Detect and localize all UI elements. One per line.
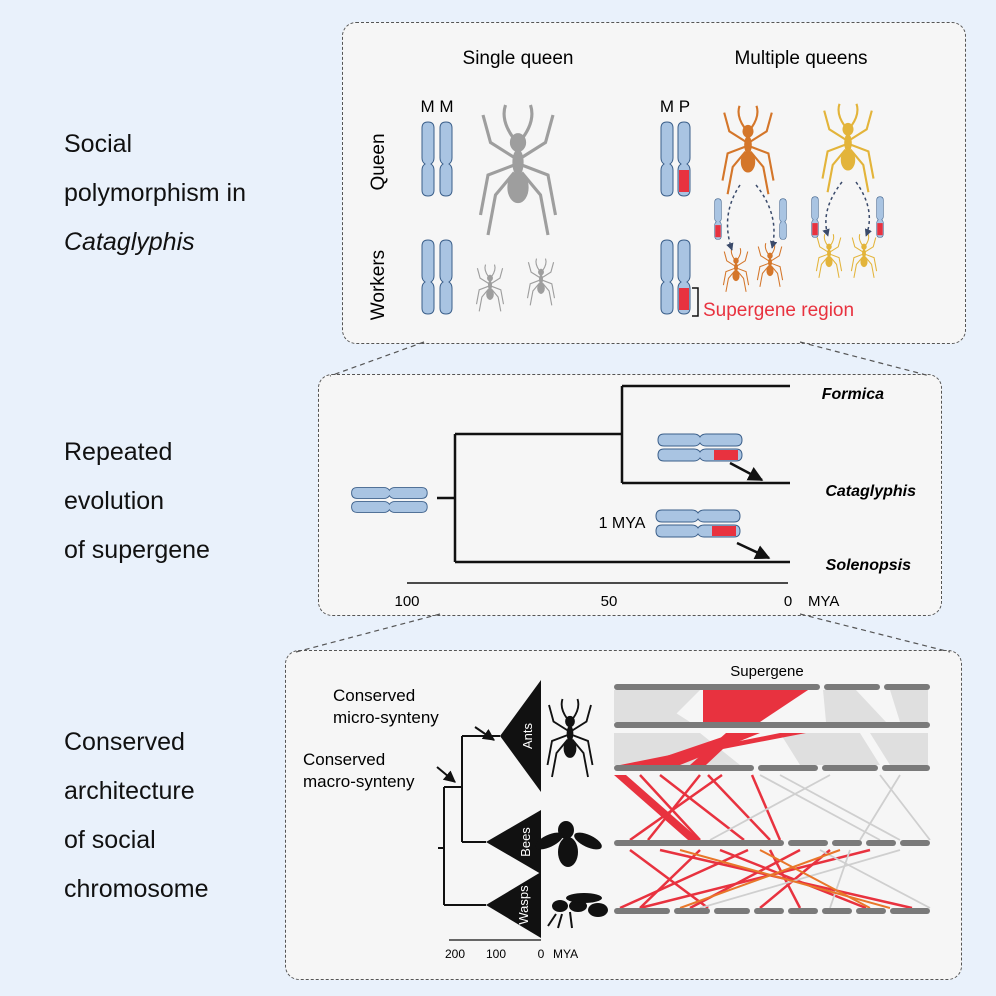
section1-label-line2: polymorphism in xyxy=(64,179,247,207)
single-queen-chromosomes xyxy=(421,121,453,197)
row-label-queen: Queen xyxy=(368,133,389,190)
orange-synteny-lines xyxy=(679,849,891,909)
section1-label-line1: Social xyxy=(64,130,133,158)
genotype-single-label: M M xyxy=(420,97,453,116)
single-worker-ant-icon-2 xyxy=(526,258,556,306)
multi-queen-chromosomes xyxy=(660,121,691,197)
orange-worker-ant-icon-1 xyxy=(722,247,750,293)
wasp-silhouette-icon xyxy=(547,893,608,929)
tree-axis-unit: MYA xyxy=(553,947,578,961)
supergene-title: Supergene xyxy=(730,663,803,680)
solenopsis-arrow xyxy=(736,541,771,560)
synteny-chromosome-bars xyxy=(614,684,930,914)
ant-silhouette-icon xyxy=(546,698,594,778)
tree-axis-tick-100: 100 xyxy=(486,947,506,961)
taxon-solenopsis: Solenopsis xyxy=(826,557,911,574)
section2-label-line3: of supergene xyxy=(64,536,210,564)
micro-synteny-label-line1: Conserved xyxy=(333,686,415,705)
inheritance-arrows xyxy=(726,181,872,251)
section3-label: Conserved architecture of social chromos… xyxy=(64,718,209,914)
connector-lines-1 xyxy=(329,341,931,377)
bee-silhouette-icon xyxy=(535,821,602,867)
row-label-workers: Workers xyxy=(368,250,389,320)
section3-label-line3: of social xyxy=(64,826,156,854)
bees-clade-triangle xyxy=(486,810,541,874)
axis-tick-50: 50 xyxy=(601,593,618,610)
section1-label: Social polymorphism in Cataglyphis xyxy=(64,120,246,267)
phylogeny-tree xyxy=(437,384,790,564)
red-synteny-ribbons xyxy=(614,690,808,840)
yellow-worker-ant-icon-2 xyxy=(850,233,878,279)
axis-tick-0: 0 xyxy=(784,593,792,610)
gamete-chromosomes xyxy=(714,196,884,240)
multi-workers-chromosomes xyxy=(660,239,691,315)
wasps-clade-triangle xyxy=(486,872,541,938)
supergene-region-label: Supergene region xyxy=(703,300,854,321)
section1-label-line3: Cataglyphis xyxy=(64,228,195,256)
tree-axis-tick-0: 0 xyxy=(538,947,545,961)
multiple-queens-title: Multiple queens xyxy=(734,48,867,69)
single-workers-chromosomes xyxy=(421,239,453,315)
ants-clade-triangle xyxy=(500,680,541,792)
gray-synteny-lines xyxy=(699,774,931,909)
axis-unit-mya: MYA xyxy=(808,593,839,610)
gray-synteny-ribbons xyxy=(614,690,928,765)
orange-worker-ant-icon-2 xyxy=(756,242,784,288)
section2-label-line1: Repeated xyxy=(64,438,173,466)
section2-label: Repeated evolution of supergene xyxy=(64,428,210,575)
taxon-cataglyphis: Cataglyphis xyxy=(825,483,916,500)
solenopsis-supergene-chromosomes xyxy=(655,509,741,538)
single-queen-ant-icon xyxy=(478,103,558,237)
age-note: 1 MYA xyxy=(599,515,646,532)
section3-label-line2: architecture xyxy=(64,777,195,805)
single-queen-title: Single queen xyxy=(463,48,574,69)
macro-synteny-arrow xyxy=(436,766,456,783)
ancestral-chromosomes xyxy=(351,487,428,513)
clade-label-bees: Bees xyxy=(518,827,533,857)
taxon-formica: Formica xyxy=(822,386,884,403)
yellow-queen-ant-icon xyxy=(821,102,875,194)
supergene-bracket xyxy=(692,287,699,317)
section3-label-line1: Conserved xyxy=(64,728,185,756)
cataglyphis-arrow xyxy=(729,461,764,482)
macro-synteny-label-line2: macro-synteny xyxy=(303,772,415,791)
cataglyphis-supergene-chromosomes xyxy=(657,433,743,462)
hymenoptera-tree xyxy=(438,735,500,906)
tree-axis-tick-200: 200 xyxy=(445,947,465,961)
clade-label-ants: Ants xyxy=(520,722,535,749)
single-worker-ant-icon-1 xyxy=(475,264,505,312)
clade-label-wasps: Wasps xyxy=(516,885,531,925)
orange-queen-ant-icon xyxy=(721,104,775,196)
genotype-multiple-label: M P xyxy=(660,97,690,116)
section2-label-line2: evolution xyxy=(64,487,165,515)
micro-synteny-arrow xyxy=(474,726,495,741)
section3-label-line4: chromosome xyxy=(64,875,209,903)
connector-lines-2 xyxy=(295,613,951,653)
macro-synteny-label-line1: Conserved xyxy=(303,750,385,769)
micro-synteny-label-line2: micro-synteny xyxy=(333,708,439,727)
yellow-worker-ant-icon-1 xyxy=(815,233,843,279)
axis-tick-100: 100 xyxy=(394,593,419,610)
